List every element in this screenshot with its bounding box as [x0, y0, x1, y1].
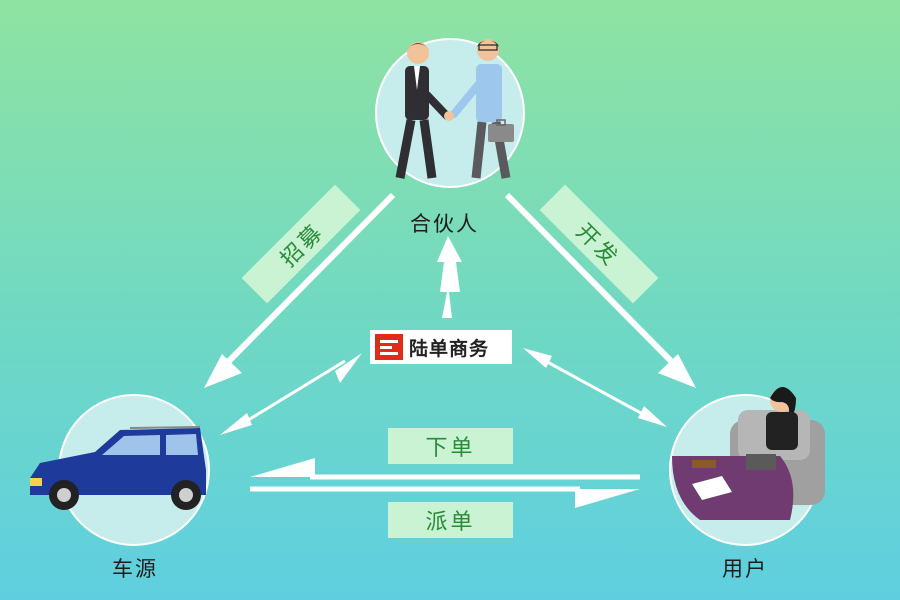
recruit-arrow	[204, 192, 396, 388]
car-source-label: 车源	[112, 557, 158, 581]
brand-badge: 陆单商务	[370, 330, 512, 364]
handshake-illustration	[395, 39, 514, 179]
partner-label: 合伙人	[410, 212, 479, 236]
brand-logo-icon	[375, 334, 403, 360]
brand-partner-arrow	[437, 236, 462, 318]
develop-arrow	[504, 192, 696, 388]
order-arrow	[250, 458, 640, 480]
brand-user-arrow	[523, 348, 667, 427]
office-woman-illustration	[672, 387, 825, 520]
brand-car-arrow	[220, 353, 362, 435]
dispatch-arrow	[250, 486, 640, 508]
car-illustration	[30, 426, 206, 510]
brand-name: 陆单商务	[409, 337, 490, 360]
place-order-tag: 下单	[388, 428, 513, 464]
dispatch-tag: 派单	[388, 502, 513, 538]
user-label: 用户	[722, 557, 768, 581]
